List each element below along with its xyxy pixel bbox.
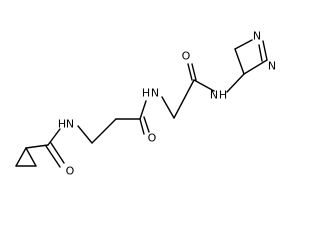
bond xyxy=(77,125,93,144)
amide-group-1 xyxy=(25,125,93,168)
double-bond xyxy=(262,40,268,61)
double-bond xyxy=(191,63,197,81)
bond xyxy=(243,59,268,75)
atom-label-o: O xyxy=(148,132,157,145)
double-bond xyxy=(258,44,263,62)
double-bond xyxy=(45,145,61,168)
double-bond xyxy=(139,118,145,135)
bond xyxy=(25,147,37,167)
bond xyxy=(47,128,61,146)
bond xyxy=(15,147,27,167)
pyrazole-ring xyxy=(226,39,268,93)
bond xyxy=(139,100,147,120)
atom-label-o: O xyxy=(66,165,75,178)
bond xyxy=(226,73,245,93)
atom-label-n: N xyxy=(268,60,276,73)
atom-labels: O H N O H N O N H N N xyxy=(58,30,276,178)
atom-label-n: N xyxy=(151,87,159,100)
cyclopropane-ring xyxy=(15,147,37,167)
molecule-diagram: O H N O H N O N H N N xyxy=(15,30,276,178)
atom-label-h: H xyxy=(219,89,227,102)
double-bond xyxy=(187,63,193,81)
propanoyl-chain xyxy=(91,100,150,144)
glycyl-linker xyxy=(161,63,215,119)
double-bond xyxy=(143,116,150,133)
bond xyxy=(173,79,195,119)
bond xyxy=(161,96,175,119)
atom-label-h: H xyxy=(142,87,150,100)
bond xyxy=(193,79,215,92)
atom-label-n: N xyxy=(66,118,74,131)
atom-label-n: N xyxy=(210,89,218,102)
atom-label-o: O xyxy=(182,50,191,63)
bond xyxy=(234,39,253,50)
bond xyxy=(25,144,49,149)
atom-label-n: N xyxy=(253,30,261,43)
bond xyxy=(91,118,117,144)
bond xyxy=(234,48,245,75)
double-bond xyxy=(50,142,65,164)
atom-label-h: H xyxy=(58,118,66,131)
